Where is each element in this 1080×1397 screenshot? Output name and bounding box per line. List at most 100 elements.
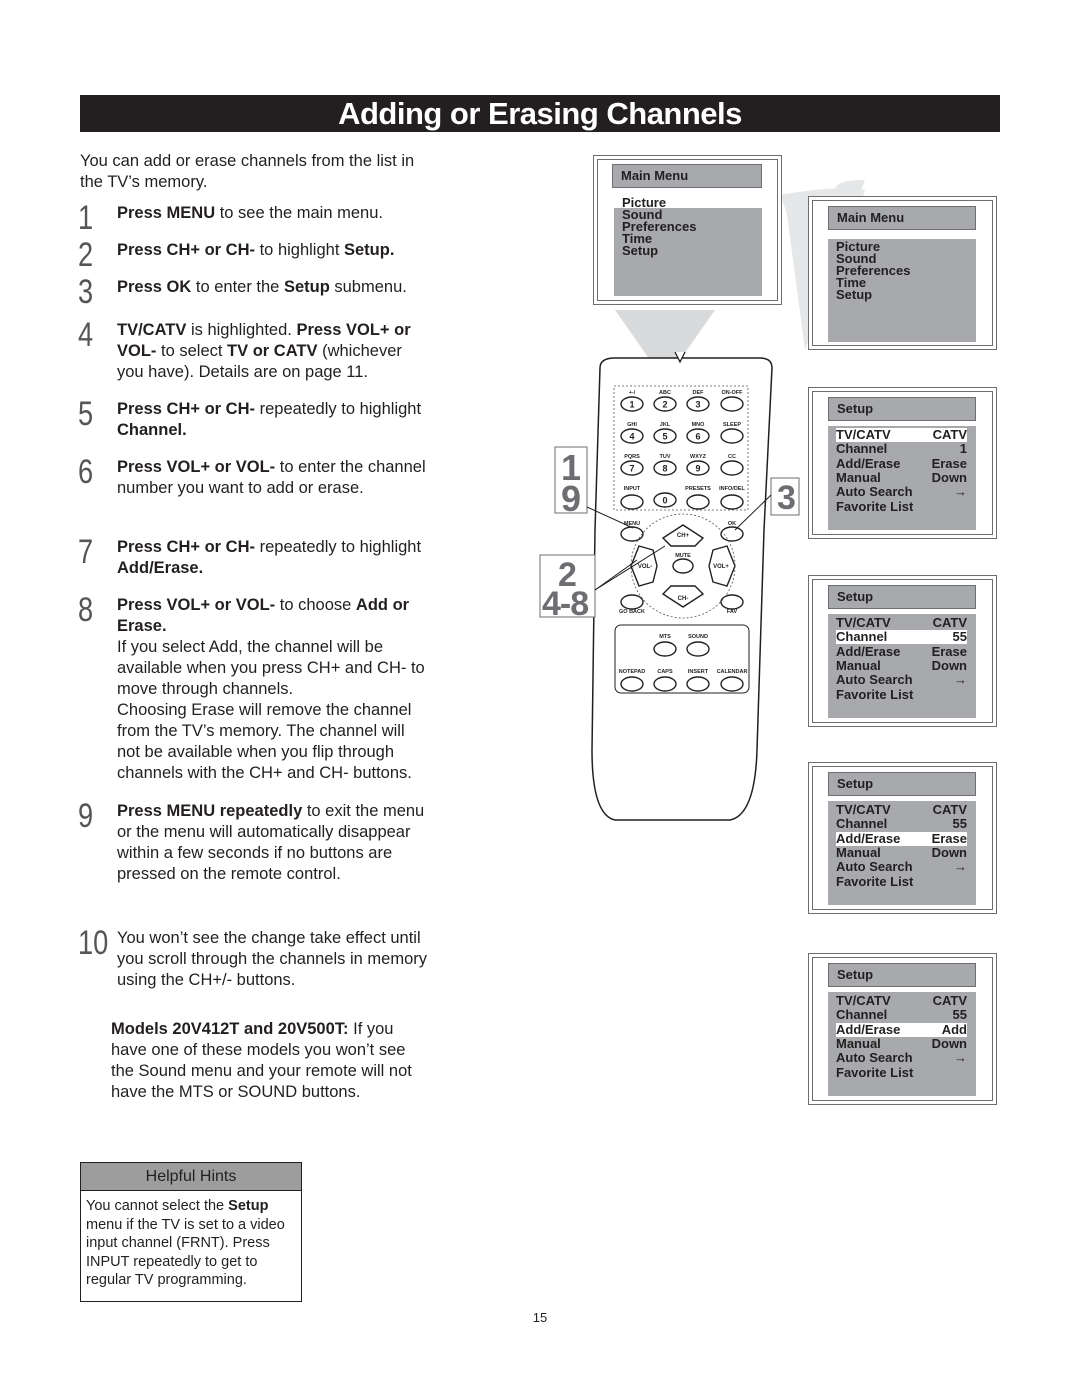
menu-item-preferences: Preferences bbox=[836, 263, 911, 278]
remote-key[interactable] bbox=[653, 460, 677, 476]
remote-key[interactable] bbox=[653, 676, 677, 692]
remote-key[interactable] bbox=[653, 396, 677, 412]
menu-item-setup: Setup bbox=[622, 243, 659, 258]
callout-1: 1 bbox=[561, 447, 582, 488]
text-run: to highlight bbox=[255, 241, 344, 259]
setup-row-value: Down bbox=[931, 470, 967, 485]
setup-header: Setup bbox=[828, 772, 976, 796]
page-title: Adding or Erasing Channels bbox=[80, 95, 1000, 132]
screen-frame bbox=[812, 391, 993, 535]
ch-down-label: CH- bbox=[678, 596, 689, 602]
ok-label: OK bbox=[728, 521, 736, 527]
setup-row: Channel 1 bbox=[836, 442, 967, 456]
dpad-ring bbox=[630, 513, 736, 619]
go-back-button[interactable] bbox=[620, 594, 644, 610]
key-label: GHI bbox=[627, 422, 637, 428]
signal-cone bbox=[615, 310, 715, 360]
info-del-button[interactable] bbox=[720, 494, 744, 510]
step-number: 10 bbox=[78, 924, 109, 962]
sound-button[interactable] bbox=[686, 641, 710, 657]
step-text: Press MENU to see the main menu. bbox=[117, 203, 427, 224]
lower-key-panel bbox=[614, 624, 750, 694]
menu-button[interactable] bbox=[620, 526, 644, 542]
remote-key[interactable] bbox=[686, 676, 710, 692]
fav-label: FAV bbox=[727, 609, 738, 615]
remote-key[interactable] bbox=[686, 428, 710, 444]
input-button[interactable] bbox=[620, 494, 644, 510]
setup-row-value: 55 bbox=[952, 1007, 967, 1022]
key-digit: 0 bbox=[662, 496, 667, 506]
step-number: 7 bbox=[78, 533, 94, 571]
step-text: Press CH+ or CH- repeatedly to highlight… bbox=[117, 537, 427, 579]
step-number: 6 bbox=[78, 453, 94, 491]
setup-row: Auto Search→ bbox=[836, 673, 967, 687]
key-digit: 4 bbox=[629, 432, 634, 442]
setup-row-value: 1 bbox=[959, 441, 967, 456]
screen-frame bbox=[812, 766, 993, 910]
presets-button[interactable] bbox=[686, 494, 710, 510]
setup-row: Favorite List bbox=[836, 875, 967, 889]
text-run: to enter the channel number you want to … bbox=[117, 458, 426, 497]
remote-key[interactable] bbox=[620, 396, 644, 412]
step-text: Press VOL+ or VOL- to choose Add or Eras… bbox=[117, 595, 427, 784]
remote-key[interactable] bbox=[686, 460, 710, 476]
key-label: WXYZ bbox=[690, 454, 707, 460]
ch-up-button[interactable] bbox=[661, 524, 705, 547]
setup-row-value: Erase bbox=[931, 456, 967, 471]
setup-row-value: 55 bbox=[952, 629, 967, 644]
remote-key[interactable] bbox=[620, 460, 644, 476]
remote-key[interactable] bbox=[720, 460, 744, 476]
intro-text: You can add or erase channels from the l… bbox=[80, 152, 415, 191]
bold-text: Press MENU repeatedly bbox=[117, 802, 303, 820]
mute-button[interactable] bbox=[672, 558, 694, 574]
ok-button[interactable] bbox=[720, 526, 744, 542]
remote-key[interactable] bbox=[720, 676, 744, 692]
step-text: Press VOL+ or VOL- to enter the channel … bbox=[117, 457, 427, 499]
bold-text: Setup bbox=[228, 1198, 269, 1214]
setup-row: Favorite List bbox=[836, 1066, 967, 1080]
remote-key[interactable] bbox=[620, 428, 644, 444]
ch-down-button[interactable] bbox=[661, 585, 705, 608]
key-label: ON-OFF bbox=[721, 390, 743, 396]
text-run: repeatedly to highlight bbox=[255, 400, 422, 418]
remote-key[interactable] bbox=[620, 676, 644, 692]
fav-button[interactable] bbox=[720, 594, 744, 610]
remote-key[interactable] bbox=[720, 428, 744, 444]
bold-text: Press VOL+ or VOL- bbox=[117, 596, 276, 614]
setup-row-label: Add/Erase bbox=[836, 644, 901, 659]
setup-row-label: Add/Erase bbox=[836, 831, 901, 846]
setup-row: Auto Search→ bbox=[836, 860, 967, 874]
remote-key[interactable] bbox=[720, 396, 744, 412]
mts-button[interactable] bbox=[653, 641, 677, 657]
screen-frame bbox=[812, 579, 993, 723]
bold-text: Press CH+ or CH- bbox=[117, 241, 256, 259]
setup-row-value: → bbox=[954, 859, 967, 874]
setup-row-label: Channel bbox=[836, 441, 888, 456]
step-text: You won’t see the change take effect unt… bbox=[117, 928, 427, 991]
zero-key[interactable] bbox=[653, 492, 677, 508]
setup-body bbox=[828, 801, 976, 905]
remote-key[interactable] bbox=[653, 428, 677, 444]
vol-down-button[interactable] bbox=[630, 545, 658, 587]
setup-header: Setup bbox=[828, 397, 976, 421]
setup-row-label: Favorite List bbox=[836, 499, 914, 514]
bold-text: Setup bbox=[283, 278, 330, 296]
key-digit: 8 bbox=[662, 464, 667, 474]
setup-row-label: TV/CATV bbox=[836, 993, 891, 1008]
key-label: CC bbox=[728, 454, 736, 460]
text-run: to exit the menu or the menu will automa… bbox=[117, 802, 425, 883]
setup-row: Favorite List bbox=[836, 500, 967, 514]
pointer-vol bbox=[594, 559, 638, 591]
remote-key[interactable] bbox=[686, 396, 710, 412]
pointer-ch bbox=[594, 545, 666, 591]
setup-row-label: TV/CATV bbox=[836, 427, 891, 442]
menu-item-preferences: Preferences bbox=[622, 219, 697, 234]
setup-header: Setup bbox=[828, 585, 976, 609]
key-label: INSERT bbox=[688, 669, 709, 675]
page-number: 15 bbox=[532, 1310, 548, 1325]
setup-row-value: 55 bbox=[952, 816, 967, 831]
